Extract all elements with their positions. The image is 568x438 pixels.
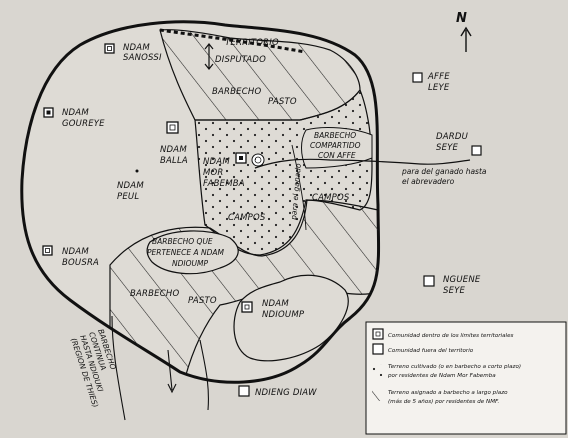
- label-affe-2: LEYE: [428, 83, 450, 93]
- legend-fallow-1: Terreno asignado a barbecho a largo plaz…: [388, 390, 508, 396]
- label-balla-2: BALLA: [160, 156, 188, 166]
- label-bousra-1: NDAM: [62, 247, 89, 257]
- label-sanossi-2: SANOSSI: [123, 53, 162, 63]
- label-barbecho-sw: BARBECHO: [130, 289, 179, 299]
- legend-cultivated-1: Terreno cultivado (o en barbecho a corto…: [388, 364, 521, 370]
- community-marker-affe: [412, 72, 423, 83]
- label-ndieng: NDIENG DIAW: [255, 388, 317, 398]
- community-marker-goureye: [43, 107, 54, 118]
- label-campos-1: CAMPOS: [228, 213, 266, 223]
- communities: [42, 43, 482, 397]
- legend-outside: Comunidad fuera del territorio: [388, 348, 474, 354]
- legend-fallow-2: (más de 5 años) por residentes de NMF.: [388, 398, 500, 405]
- label-territorio-1: TERRITORIO: [225, 38, 279, 48]
- label-pasto-sw: PASTO: [188, 296, 217, 306]
- continua-arrow-3: [199, 339, 209, 411]
- label-ndioump-fallow-2: PERTENECE A NDAM: [147, 248, 225, 257]
- label-fabemba-1: NDAM: [203, 157, 230, 167]
- label-compartido-1: BARBECHO: [314, 131, 356, 140]
- label-goureye-1: NDAM: [62, 108, 89, 118]
- continua-arrow-2: [167, 349, 173, 391]
- legend: Comunidad dentro de los limites territor…: [365, 321, 567, 435]
- community-marker-ndioump: [241, 301, 253, 313]
- label-campos-2: CAMPOS: [312, 193, 350, 203]
- shared-fallow-zone: [301, 127, 373, 169]
- cattle-path-north: [291, 144, 307, 231]
- north-arrow: N: [456, 11, 472, 52]
- label-dardu-1: DARDU: [436, 132, 469, 142]
- label-peul-2: PEUL: [117, 192, 139, 202]
- label-territorio-2: DISPUTADO: [215, 55, 266, 65]
- label-compartido-3: CON AFFE: [318, 151, 356, 160]
- label-pasto: PASTO: [268, 97, 297, 107]
- label-peul-1: NDAM: [117, 181, 144, 191]
- fallow-zone-north: [159, 29, 361, 121]
- place-labels: NDAM SANOSSI NDAM GOUREYE NDAM BALLA NDA…: [62, 43, 481, 398]
- community-marker-ndieng: [238, 385, 250, 397]
- cattle-path: [254, 158, 471, 169]
- label-goureye-2: GOUREYE: [62, 119, 105, 129]
- label-ndioump-1: NDAM: [262, 299, 289, 309]
- community-marker-dardu: [471, 145, 482, 156]
- legend-cultivated-2: por residentes de Ndam Mor Fabemba: [387, 373, 496, 379]
- north-label: N: [456, 11, 467, 26]
- legend-box: [365, 321, 567, 435]
- label-fabemba-2: MOR: [203, 168, 224, 178]
- label-compartido-2: COMPARTIDO: [310, 141, 361, 150]
- label-affe-1: AFFE: [427, 72, 450, 82]
- community-marker-mor-fabemba: [235, 152, 247, 164]
- label-nguene-1: NGUENE: [443, 275, 481, 285]
- community-marker-bousra: [42, 245, 53, 256]
- peul-dot: [135, 169, 139, 173]
- label-ndioump-fallow-3: NDIOUMP: [172, 259, 208, 268]
- ndioump-fallow-zone: [146, 230, 239, 275]
- community-marker-nguene: [423, 275, 435, 287]
- disputed-boundary: [159, 28, 306, 54]
- label-dardu-2: SEYE: [436, 143, 459, 153]
- label-sanossi-1: NDAM: [123, 43, 150, 53]
- label-abrevadero-2: el abrevadero: [402, 177, 455, 186]
- community-marker-balla: [166, 121, 179, 134]
- label-ndioump-fallow-1: BARBECHO QUE: [152, 237, 213, 246]
- continua-arrow-1: [111, 315, 126, 421]
- label-nguene-2: SEYE: [443, 286, 466, 296]
- ndioump-pocket: [233, 274, 349, 362]
- legend-inside: Comunidad dentro de los limites territor…: [388, 333, 514, 339]
- label-balla-1: NDAM: [160, 145, 187, 155]
- label-fabemba-3: FABEMBA: [203, 179, 245, 189]
- label-bousra-2: BOUSRA: [62, 258, 99, 268]
- label-barbecho: BARBECHO: [212, 87, 261, 97]
- label-ndioump-2: NDIOUMP: [262, 310, 305, 320]
- community-marker-sanossi: [104, 43, 115, 54]
- label-abrevadero-1: para del ganado hasta: [401, 167, 487, 176]
